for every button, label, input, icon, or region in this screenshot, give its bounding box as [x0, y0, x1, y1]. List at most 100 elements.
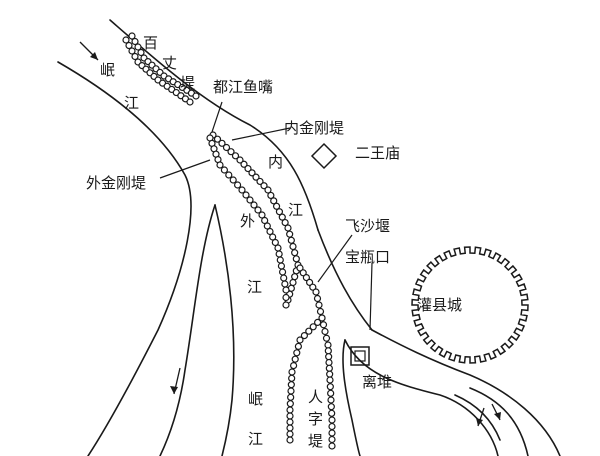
label-dujiangyuzui: 都江鱼嘴 [213, 78, 273, 96]
levee-bead [300, 332, 308, 340]
levee-bead [248, 169, 256, 177]
levee-bead [266, 227, 274, 236]
label-waijiang-1: 外 [240, 212, 255, 230]
levee-bead [277, 262, 286, 270]
levee-bead [225, 171, 233, 179]
levee-bead [264, 186, 272, 194]
levee-bead [278, 268, 287, 276]
levee-bead [328, 409, 336, 417]
levee-bead [274, 244, 282, 252]
levee-bead [254, 206, 262, 214]
levee-bead [315, 301, 323, 309]
levee-bead [313, 294, 322, 303]
levee-bead [319, 321, 328, 329]
waijiang-island-left [159, 204, 216, 456]
levee-bead [306, 278, 314, 286]
levee-bead [327, 389, 335, 397]
leader-baopingkou [369, 262, 373, 331]
levee-bead [258, 211, 266, 219]
levee-bead [131, 52, 139, 61]
levee-bead [275, 208, 284, 216]
levee-bead [240, 160, 248, 168]
waijingangdi-levee [206, 134, 290, 309]
levee-bead [286, 424, 294, 432]
levee-bead [287, 393, 295, 401]
levee-bead [287, 236, 295, 244]
label-neijiang-1: 内 [268, 153, 283, 171]
levee-bead [128, 32, 136, 40]
right-bank-upper [109, 19, 319, 231]
levee-bead [186, 98, 194, 106]
levee-bead [294, 342, 302, 350]
levee-bead [128, 47, 136, 55]
levee-bead [325, 358, 333, 367]
label-minjiang-lower-2: 江 [248, 430, 263, 448]
flow-arrow-waijiang [170, 367, 181, 395]
levee-bead [316, 307, 325, 316]
waijiang-island-right [214, 204, 235, 456]
levee-bead [324, 347, 332, 355]
levee-bead [328, 435, 336, 444]
levee-bead [327, 396, 335, 404]
levee-bead [312, 288, 320, 296]
baizhangdi-levee [122, 32, 200, 106]
levee-bead [326, 370, 334, 378]
levee-bead [302, 274, 310, 282]
levee-bead [292, 255, 300, 263]
levee-bead [281, 280, 289, 288]
flow-arrow-lower-right-1 [476, 407, 485, 427]
levee-bead [328, 422, 336, 431]
leader-feishayan [317, 234, 353, 283]
label-minjiang-lower-1: 岷 [248, 390, 263, 408]
label-renzidi-2: 字 [308, 410, 323, 428]
levee-bead [252, 173, 260, 181]
neijingangdi-levee [209, 131, 302, 304]
levee-bead [296, 336, 304, 344]
levee-bead [260, 182, 268, 190]
label-neijiang-2: 江 [288, 201, 303, 219]
neijiang-east-bank [317, 229, 373, 331]
levee-bead [289, 278, 297, 287]
label-baopingkou: 宝瓶口 [345, 248, 390, 266]
levee-bead [270, 197, 278, 205]
levee-bead [328, 416, 336, 424]
levee-bead [327, 403, 335, 411]
levee-bead [309, 323, 317, 331]
levee-bead [314, 318, 322, 326]
levee-bead [261, 216, 269, 225]
levee-bead [286, 412, 294, 420]
levee-bead [287, 381, 295, 389]
label-baizhangdi-1: 百 [143, 34, 158, 52]
levee-bead [281, 218, 289, 227]
levee-bead [299, 269, 307, 277]
levee-bead [324, 341, 332, 349]
levee-bead [289, 242, 297, 251]
levee-bead [282, 286, 290, 294]
levee-bead [325, 364, 333, 372]
levee-bead [305, 327, 313, 335]
label-renzidi-1: 人 [308, 388, 323, 406]
levee-bead [122, 36, 130, 44]
levee-bead [137, 48, 145, 57]
levee-bead [216, 161, 224, 169]
levee-bead [282, 301, 290, 309]
levee-bead [220, 166, 228, 174]
levee-bead [244, 164, 252, 173]
levee-bead [267, 191, 275, 200]
levee-bead [250, 201, 258, 209]
levee-bead [222, 143, 231, 152]
levee-bead [192, 92, 200, 100]
label-erwangmiao: 二王庙 [355, 144, 400, 162]
levee-bead [213, 135, 222, 143]
levee-bead [134, 43, 142, 51]
label-renzidi-3: 堤 [308, 432, 323, 450]
levee-bead [286, 230, 294, 238]
levee-bead [280, 274, 288, 282]
label-baizhangdi-3: 堤 [180, 74, 195, 92]
renzidi-levee [286, 264, 336, 450]
levee-bead [286, 436, 294, 444]
levee-bead [291, 273, 299, 281]
leader-waijingangdi [159, 159, 211, 179]
crenellated-city-wall-icon [411, 246, 529, 364]
